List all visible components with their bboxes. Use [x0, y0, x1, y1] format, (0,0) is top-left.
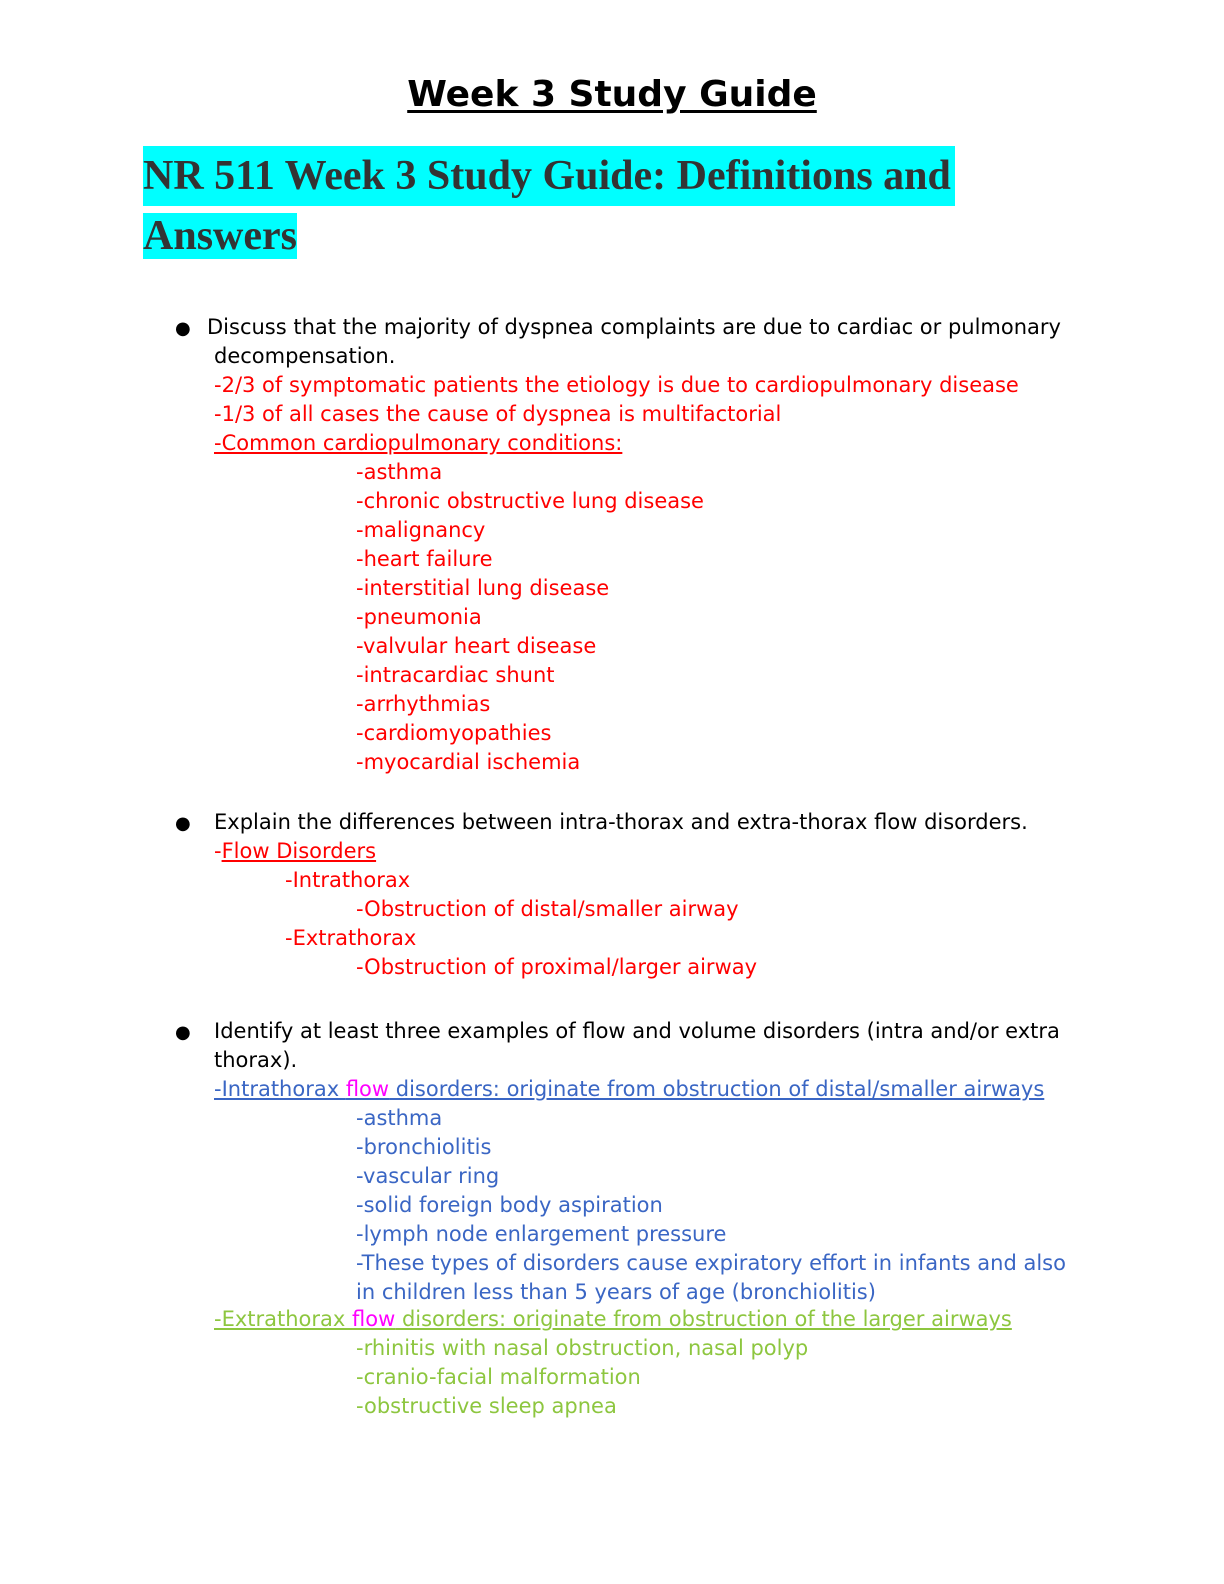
- extrathorax-label: -Extrathorax: [285, 926, 417, 950]
- list-item: -intracardiac shunt: [356, 663, 555, 687]
- document-heading: NR 511 Week 3 Study Guide: Definitions a…: [143, 146, 955, 266]
- extrathorax-description: -Obstruction of proximal/larger airway: [356, 955, 758, 979]
- heading-line-2: Answers: [143, 213, 297, 259]
- list-item: -asthma: [356, 460, 443, 484]
- dash: -: [214, 839, 222, 863]
- list-item: -cardiomyopathies: [356, 721, 552, 745]
- list-item: -pneumonia: [356, 605, 482, 629]
- question-text: Discuss that the majority of dyspnea com…: [207, 315, 1061, 339]
- list-item: -obstructive sleep apnea: [356, 1394, 617, 1418]
- answer-subheading: -Common cardiopulmonary conditions:: [214, 431, 623, 455]
- list-item: -malignancy: [356, 518, 486, 542]
- question-text: Explain the differences between intra-th…: [214, 810, 1028, 834]
- list-item: -interstitial lung disease: [356, 576, 610, 600]
- list-item: -cranio-facial malformation: [356, 1365, 641, 1389]
- list-item: -asthma: [356, 1106, 443, 1130]
- question-text-cont: decompensation.: [214, 344, 396, 368]
- flow-word: flow: [345, 1077, 390, 1101]
- list-item: -vascular ring: [356, 1164, 500, 1188]
- intrathorax-suffix: disorders: originate from obstruction of…: [389, 1077, 1045, 1101]
- list-item: -solid foreign body aspiration: [356, 1193, 663, 1217]
- heading-line-1: NR 511 Week 3 Study Guide: Definitions a…: [143, 146, 955, 206]
- page-title: Week 3 Study Guide: [407, 74, 817, 115]
- flow-word: flow: [352, 1307, 396, 1331]
- list-item: -rhinitis with nasal obstruction, nasal …: [356, 1336, 809, 1360]
- list-item: -These types of disorders cause expirato…: [356, 1251, 1066, 1275]
- extrathorax-prefix: -Extrathorax: [214, 1307, 353, 1331]
- list-item: -heart failure: [356, 547, 493, 571]
- bullet-icon: ●: [175, 1022, 191, 1043]
- list-item: -bronchiolitis: [356, 1135, 492, 1159]
- flow-disorders-label: -Flow Disorders: [214, 837, 376, 866]
- question-text-cont: thorax).: [214, 1048, 298, 1072]
- list-item: -myocardial ischemia: [356, 750, 581, 774]
- list-item: -lymph node enlargement pressure: [356, 1222, 727, 1246]
- intrathorax-label: -Intrathorax: [285, 868, 411, 892]
- bullet-icon: ●: [175, 318, 191, 339]
- list-item: -arrhythmias: [356, 692, 491, 716]
- answer-fact: -1/3 of all cases the cause of dyspnea i…: [214, 402, 782, 426]
- list-item: -chronic obstructive lung disease: [356, 489, 704, 513]
- intrathorax-prefix: -Intrathorax: [214, 1077, 346, 1101]
- question-text: Identify at least three examples of flow…: [214, 1019, 1060, 1043]
- answer-fact: -2/3 of symptomatic patients the etiolog…: [214, 373, 1019, 397]
- list-item: in children less than 5 years of age (br…: [356, 1280, 876, 1304]
- list-item: -valvular heart disease: [356, 634, 597, 658]
- extrathorax-suffix: disorders: originate from obstruction of…: [395, 1307, 1012, 1331]
- extrathorax-flow-heading: -Extrathorax flow disorders: originate f…: [214, 1305, 1012, 1334]
- intrathorax-description: -Obstruction of distal/smaller airway: [356, 897, 739, 921]
- flow-disorders-heading: Flow Disorders: [221, 839, 377, 863]
- intrathorax-flow-heading: -Intrathorax flow disorders: originate f…: [214, 1075, 1044, 1104]
- bullet-icon: ●: [175, 813, 191, 834]
